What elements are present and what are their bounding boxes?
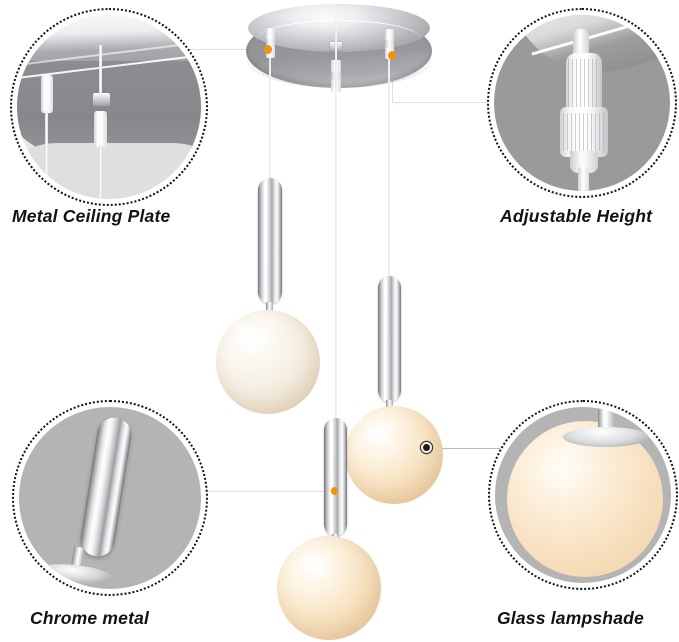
zoom-adjuster-upper-ribs: [568, 59, 600, 109]
connector-metal-ceiling-plate: [183, 48, 269, 50]
callout-circle-glass-lampshade: [488, 400, 678, 590]
callout-circle-chrome-metal: [12, 400, 208, 596]
callout-image-chrome-metal: [19, 407, 201, 589]
pendant-rod-right: [378, 276, 401, 402]
pendant-rod-left: [258, 178, 282, 304]
callout-image-glass-lampshade: [495, 407, 671, 583]
callout-circle-adjustable-height: [487, 8, 677, 198]
glass-globe-left-highlight: [234, 324, 274, 356]
callout-label-chrome-metal: Chrome metal: [30, 608, 150, 628]
anchor-dot-chrome-metal: [331, 487, 338, 495]
glass-globe-center: [277, 536, 381, 640]
callout-image-metal-ceiling-plate: [17, 15, 201, 199]
zoom-cord-center-upper: [99, 45, 102, 95]
callout-label-metal-ceiling-plate: Metal Ceiling Plate: [12, 206, 171, 226]
callout-adjustable-height[interactable]: [487, 8, 677, 198]
suspension-cord-right: [388, 56, 391, 278]
zoom-cord-left: [45, 111, 48, 199]
suspension-cord-center: [335, 20, 338, 420]
glass-globe-right: [345, 406, 443, 504]
ceiling-plate-highlight: [256, 20, 422, 60]
callout-label-adjustable-height: Adjustable Height: [500, 206, 653, 226]
glass-globe-right-highlight: [361, 419, 399, 449]
zoom-adjuster-upper-barrel: [566, 53, 602, 113]
pendant-rod-center: [324, 418, 347, 536]
suspension-cord-left: [269, 56, 272, 180]
zoom-adjuster-lower-barrel: [560, 107, 608, 157]
callout-metal-ceiling-plate[interactable]: [10, 8, 208, 206]
connector-glass-lampshade: [430, 447, 540, 449]
zoom-cord-connector-left: [41, 75, 53, 113]
zoom-glass-globe: [507, 421, 663, 577]
zoom-adjuster-cord: [578, 167, 589, 191]
anchor-dot-glass-lampshade: [423, 444, 430, 451]
cord-connector-left: [266, 28, 275, 58]
anchor-dot-metal-ceiling-plate: [264, 45, 272, 54]
glass-globe-left: [216, 310, 320, 414]
zoom-cord-connector-center: [94, 111, 107, 147]
callout-circle-metal-ceiling-plate: [10, 8, 208, 206]
connector-chrome-metal: [155, 490, 335, 492]
zoom-cord-center-lower: [99, 145, 102, 199]
callout-label-glass-lampshade: Glass lampshade: [497, 608, 644, 628]
callout-glass-lampshade[interactable]: [488, 400, 678, 590]
anchor-dot-adjustable-height: [388, 51, 396, 60]
zoom-adjuster-taper: [570, 151, 598, 173]
callout-image-adjustable-height: [494, 15, 670, 191]
zoom-canopy-screw: [93, 93, 110, 106]
glass-globe-center-highlight: [295, 550, 335, 582]
callout-chrome-metal[interactable]: [12, 400, 208, 596]
connector-adjustable-height-horizontal: [392, 102, 504, 104]
cord-connector-right: [385, 29, 394, 59]
zoom-globe-collar: [563, 427, 649, 447]
zoom-adjuster-lower-ribs: [563, 113, 605, 151]
